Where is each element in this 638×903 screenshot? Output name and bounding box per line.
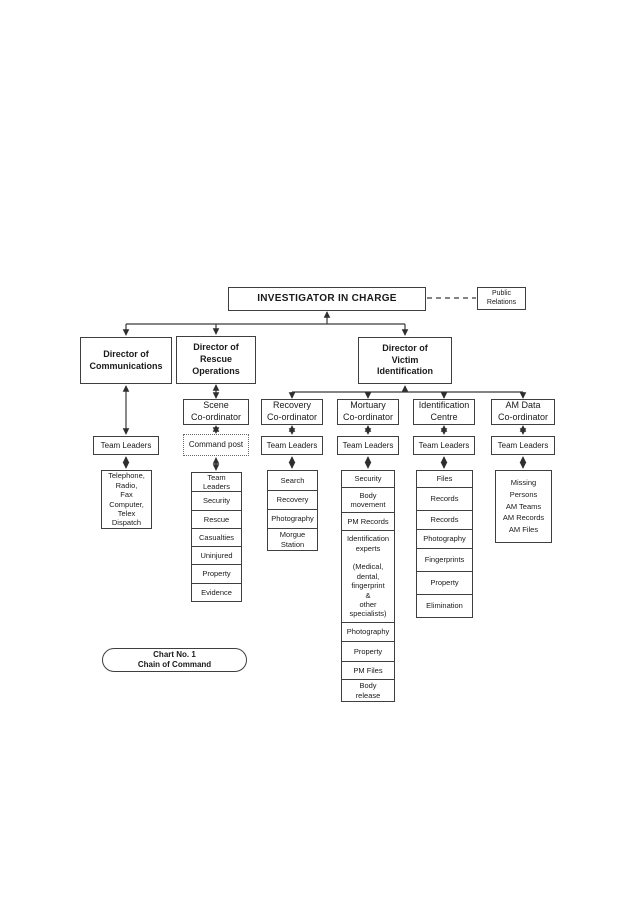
director-victim-identification-node: Director of Victim Identification	[358, 337, 452, 384]
scene-detail-stack: Team Leaders Security Rescue Casualties …	[191, 472, 242, 603]
team-leaders-mortuary-node: Team Leaders	[337, 436, 399, 455]
director-rescue-operations-node: Director of Rescue Operations	[176, 336, 256, 384]
team-leaders-communications-node: Team Leaders	[93, 436, 159, 455]
stack-cell: Morgue Station	[268, 528, 317, 550]
stack-cell: Recovery	[268, 490, 317, 509]
stack-cell: PM Files	[342, 661, 394, 679]
recovery-detail-stack: Search Recovery Photography Morgue Stati…	[267, 470, 318, 551]
team-leaders-am-data-node: Team Leaders	[491, 436, 555, 455]
team-leaders-recovery-node: Team Leaders	[261, 436, 323, 455]
am-data-detail-stack: Missing Persons AM Teams AM Records AM F…	[495, 470, 552, 543]
stack-cell: Search	[280, 475, 305, 485]
stack-cell: Records	[417, 510, 472, 529]
command-post-node: Command post	[183, 434, 249, 456]
coordinator-identification-centre-node: Identification Centre	[413, 399, 475, 425]
stack-cell: Casualties	[192, 527, 241, 546]
stack-cell: Body release	[342, 679, 394, 701]
stack-cell: Records	[417, 487, 472, 510]
stack-cell: Photography	[268, 509, 317, 528]
coordinator-scene-node: Scene Co-ordinator	[183, 399, 249, 425]
stack-cell: Files	[436, 474, 453, 484]
coordinator-mortuary-node: Mortuary Co-ordinator	[337, 399, 399, 425]
stack-cell: Photography	[417, 529, 472, 548]
communications-detail-stack: Telephone, Radio, Fax Computer, Telex Di…	[101, 470, 152, 529]
coordinator-am-data-node: AM Data Co-ordinator	[491, 399, 555, 425]
stack-cell: Identification experts (Medical, dental,…	[342, 530, 394, 622]
stack-cell: Fingerprints	[417, 548, 472, 571]
stack-cell: Security	[354, 474, 382, 484]
stack-cell: Missing Persons AM Teams AM Records AM F…	[502, 478, 545, 534]
stack-cell: Property	[417, 571, 472, 594]
coordinator-recovery-node: Recovery Co-ordinator	[261, 399, 323, 425]
stack-cell: Property	[192, 564, 241, 582]
stack-cell: PM Records	[342, 512, 394, 530]
director-communications-node: Director of Communications	[80, 337, 172, 384]
stack-cell: Photography	[342, 622, 394, 641]
mortuary-detail-stack: Security Body movement PM Records Identi…	[341, 470, 395, 702]
stack-cell: Telephone, Radio, Fax Computer, Telex Di…	[108, 471, 145, 528]
stack-cell: Property	[342, 641, 394, 661]
stack-cell: Elimination	[417, 594, 472, 617]
team-leaders-identification-node: Team Leaders	[413, 436, 475, 455]
stack-cell: Evidence	[192, 582, 241, 601]
stack-cell: Uninjured	[192, 546, 241, 564]
stack-cell: Team Leaders	[202, 472, 231, 492]
stack-cell: Rescue	[192, 509, 241, 528]
identification-detail-stack: Files Records Records Photography Finger…	[416, 470, 473, 618]
investigator-in-charge-node: INVESTIGATOR IN CHARGE	[228, 287, 426, 311]
stack-cell: Body movement	[342, 487, 394, 512]
public-relations-node: Public Relations	[477, 287, 526, 310]
chart-caption: Chart No. 1 Chain of Command	[102, 648, 247, 672]
stack-cell: Security	[192, 491, 241, 509]
